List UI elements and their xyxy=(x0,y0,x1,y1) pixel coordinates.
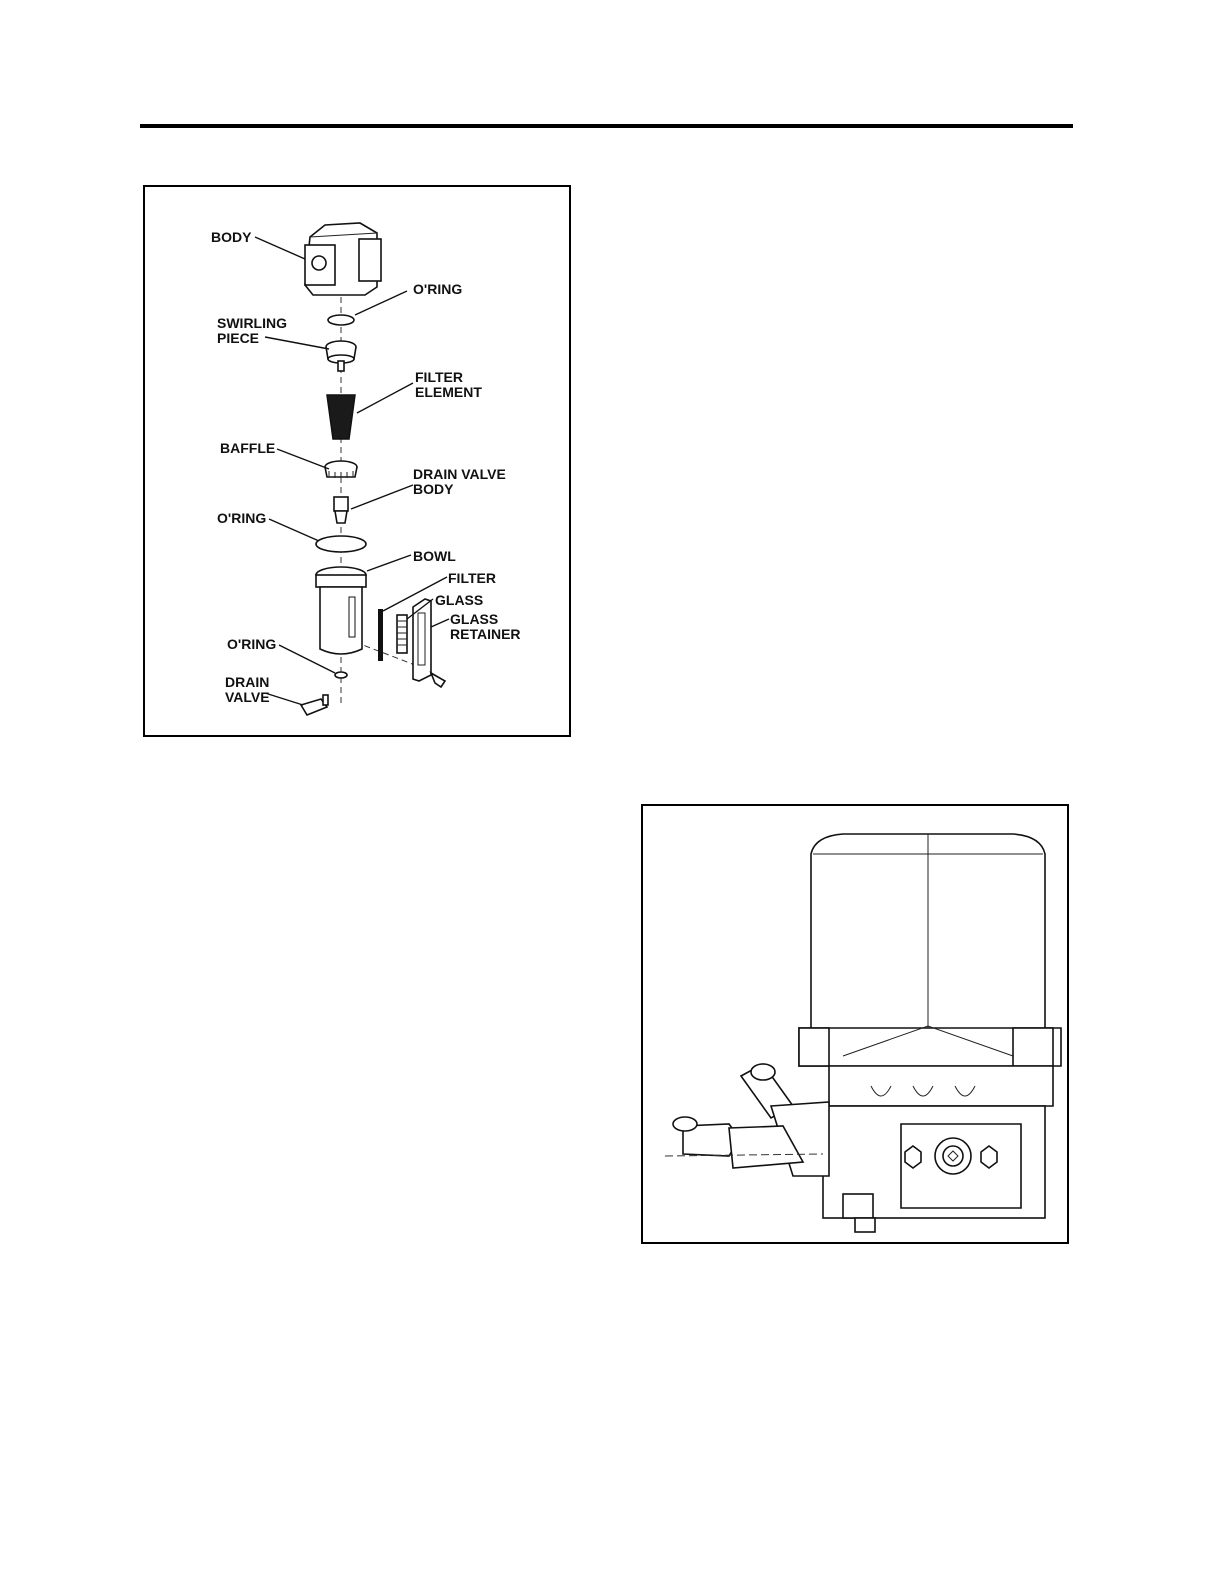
canister-part xyxy=(811,834,1045,1040)
label-body: BODY xyxy=(211,229,252,245)
drain-valve-part xyxy=(301,695,328,715)
housing-part xyxy=(799,1026,1061,1106)
air-dryer-diagram xyxy=(643,806,1067,1242)
header-rule xyxy=(140,124,1073,128)
air-dryer-figure xyxy=(641,804,1069,1244)
glass-retainer-part xyxy=(413,599,445,687)
label-baffle: BAFFLE xyxy=(220,440,275,456)
label-swirling-piece-line2: PIECE xyxy=(217,330,259,346)
oring-bottom-part xyxy=(335,672,347,678)
label-oring-bottom: O'RING xyxy=(227,636,276,652)
label-glass: GLASS xyxy=(435,592,483,608)
filter-glass-part xyxy=(378,609,383,661)
baffle-part xyxy=(325,461,357,478)
body-part xyxy=(305,223,381,295)
filter-exploded-diagram: BODY O'RING SWIRLING PIECE FILTER ELEMEN… xyxy=(145,187,569,735)
bowl-part xyxy=(316,567,366,654)
label-drain-valve-body-line1: DRAIN VALVE xyxy=(413,466,506,482)
label-filter-glass-line1: FILTER xyxy=(448,570,496,586)
label-glass-retainer-line2: RETAINER xyxy=(450,626,521,642)
label-drain-valve-line1: DRAIN xyxy=(225,674,269,690)
fittings-part xyxy=(665,1064,829,1176)
label-drain-valve-line2: VALVE xyxy=(225,689,270,705)
label-drain-valve-body-line2: BODY xyxy=(413,481,454,497)
oring-mid-part xyxy=(316,536,366,552)
label-glass-retainer-line1: GLASS xyxy=(450,611,498,627)
swirling-piece-part xyxy=(326,341,356,371)
label-filter-element-line2: ELEMENT xyxy=(415,384,482,400)
oring-top-part xyxy=(328,315,354,325)
glass-part xyxy=(397,615,407,653)
filter-element-part xyxy=(327,395,355,439)
filter-exploded-view-figure: BODY O'RING SWIRLING PIECE FILTER ELEMEN… xyxy=(143,185,571,737)
label-oring-top: O'RING xyxy=(413,281,462,297)
label-oring-mid: O'RING xyxy=(217,510,266,526)
body-block-part xyxy=(823,1106,1045,1232)
label-swirling-piece-line1: SWIRLING xyxy=(217,315,287,331)
label-bowl: BOWL xyxy=(413,548,456,564)
label-filter-element-line1: FILTER xyxy=(415,369,463,385)
drain-valve-body-part xyxy=(334,497,348,523)
